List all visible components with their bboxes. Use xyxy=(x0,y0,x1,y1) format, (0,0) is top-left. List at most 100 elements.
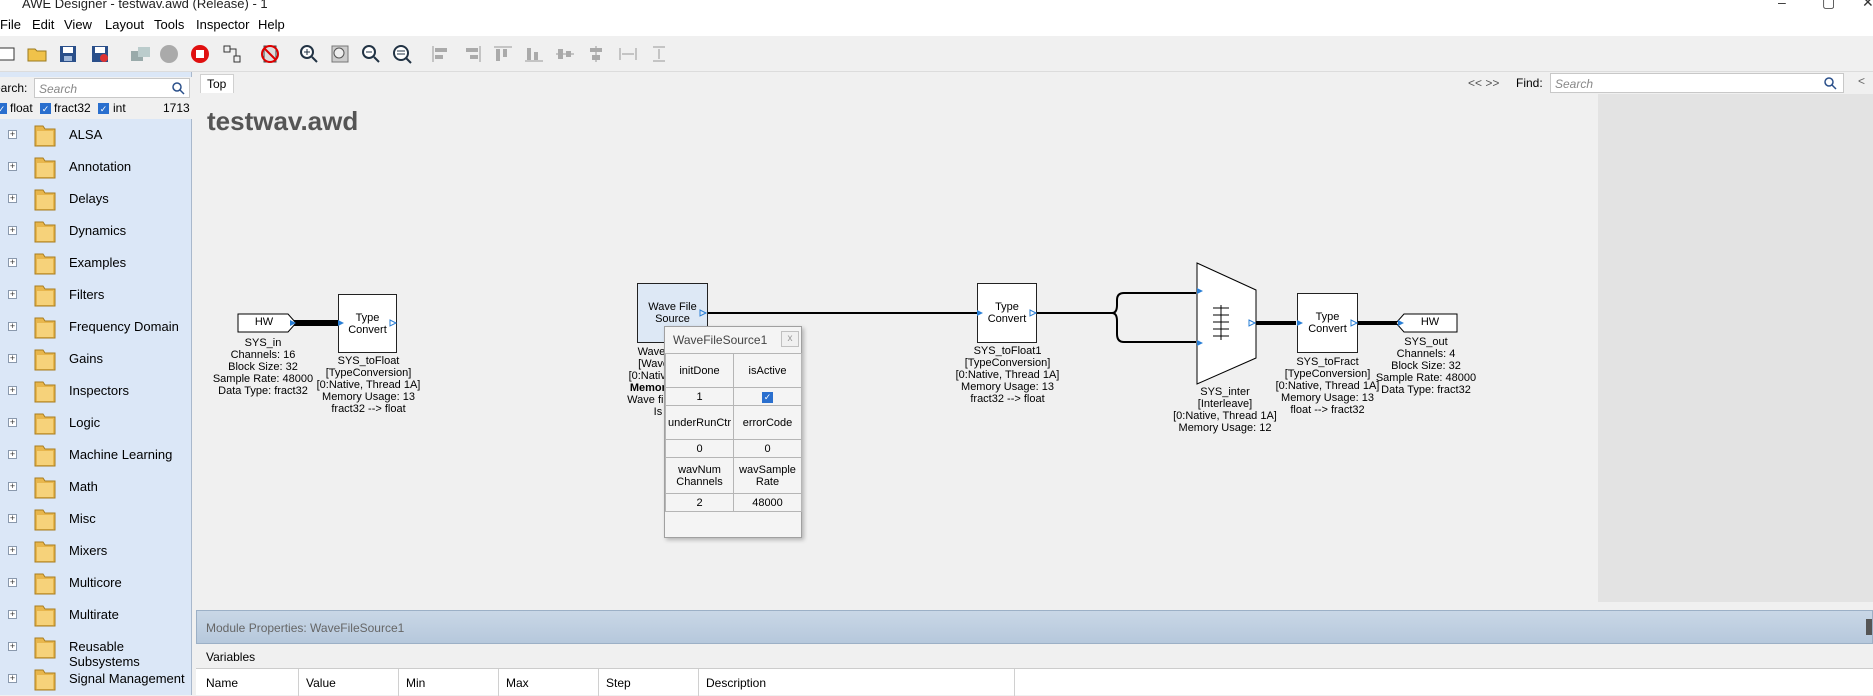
module-search-input[interactable]: Search xyxy=(34,78,190,98)
nav-arrows[interactable]: << >> xyxy=(1468,76,1500,90)
run-icon[interactable] xyxy=(158,43,180,65)
col-name[interactable]: Name xyxy=(206,676,239,690)
module-browser: earch: Search ✓ float ✓ fract32 ✓ int 17… xyxy=(0,72,192,695)
folder-icon xyxy=(34,253,56,275)
align-bottom-icon[interactable] xyxy=(523,43,545,65)
save-all-icon[interactable] xyxy=(89,43,111,65)
tree-folder-delays[interactable]: +Delays xyxy=(0,183,192,215)
expand-icon[interactable]: + xyxy=(8,193,17,203)
open-folder-icon[interactable] xyxy=(26,43,48,65)
menu-view[interactable]: View xyxy=(64,17,92,32)
expand-icon[interactable]: + xyxy=(8,673,17,683)
tree-folder-multicore[interactable]: +Multicore xyxy=(0,567,192,599)
col-min[interactable]: Min xyxy=(406,676,426,690)
tree-folder-machine-learning[interactable]: +Machine Learning xyxy=(0,439,192,471)
sys-tofloat1-module[interactable]: Type Convert xyxy=(977,283,1037,343)
align-middle-icon[interactable] xyxy=(554,43,576,65)
tree-folder-signal-management[interactable]: +Signal Management xyxy=(0,663,192,695)
expand-icon[interactable]: + xyxy=(8,321,17,331)
col-description[interactable]: Description xyxy=(706,676,767,690)
save-icon[interactable] xyxy=(57,43,79,65)
maximize-icon[interactable]: ▢ xyxy=(1822,0,1836,10)
tree-folder-mixers[interactable]: +Mixers xyxy=(0,535,192,567)
expand-icon[interactable]: + xyxy=(8,161,17,171)
folder-icon xyxy=(34,125,56,147)
align-top-icon[interactable] xyxy=(492,43,514,65)
profile-icon[interactable] xyxy=(221,43,243,65)
expand-icon[interactable]: + xyxy=(8,257,17,267)
tree-folder-gains[interactable]: +Gains xyxy=(0,343,192,375)
expand-icon[interactable]: + xyxy=(8,385,17,395)
expand-icon[interactable]: + xyxy=(8,513,17,523)
menu-file[interactable]: File xyxy=(0,17,21,32)
zoom-in-icon[interactable] xyxy=(298,43,320,65)
col-step[interactable]: Step xyxy=(606,676,631,690)
collapse-icon[interactable]: < xyxy=(1858,74,1866,88)
align-center-icon[interactable] xyxy=(585,43,607,65)
initdone-value: 1 xyxy=(665,387,734,406)
tree-folder-logic[interactable]: +Logic xyxy=(0,407,192,439)
menu-inspector[interactable]: Inspector xyxy=(196,17,250,32)
window-title: AWE Designer - testwav.awd (Release) - 1 xyxy=(22,0,268,11)
panel-handle[interactable] xyxy=(1866,619,1872,635)
expand-icon[interactable]: + xyxy=(8,449,17,459)
expand-icon[interactable]: + xyxy=(8,641,17,651)
close-icon[interactable]: ✕ xyxy=(1862,0,1873,10)
tree-folder-math[interactable]: +Math xyxy=(0,471,192,503)
popup-close-button[interactable]: x xyxy=(781,331,799,347)
expand-icon[interactable]: + xyxy=(8,609,17,619)
fract32-checkbox[interactable]: ✓ xyxy=(40,103,51,114)
menu-help[interactable]: Help xyxy=(258,17,285,32)
isactive-checkbox[interactable]: ✓ xyxy=(733,387,802,406)
menu-edit[interactable]: Edit xyxy=(32,17,55,32)
tree-folder-inspectors[interactable]: +Inspectors xyxy=(0,375,192,407)
tree-folder-annotation[interactable]: +Annotation xyxy=(0,151,192,183)
align-left-icon[interactable] xyxy=(430,43,452,65)
zoom-select-icon[interactable] xyxy=(391,43,413,65)
align-right-icon[interactable] xyxy=(461,43,483,65)
folder-icon xyxy=(34,317,56,339)
tree-folder-frequency-domain[interactable]: +Frequency Domain xyxy=(0,311,192,343)
tree-folder-examples[interactable]: +Examples xyxy=(0,247,192,279)
tree-folder-filters[interactable]: +Filters xyxy=(0,279,192,311)
expand-icon[interactable]: + xyxy=(8,289,17,299)
sys-tofloat-module[interactable]: Type Convert xyxy=(338,294,397,353)
zoom-out-icon[interactable] xyxy=(360,43,382,65)
minimize-icon[interactable]: – xyxy=(1778,0,1786,10)
tab-variables[interactable]: Variables xyxy=(206,650,256,664)
int-checkbox[interactable]: ✓ xyxy=(98,103,109,114)
find-input[interactable]: Search xyxy=(1550,73,1844,93)
float-checkbox[interactable]: ✓ xyxy=(0,103,7,114)
build-icon[interactable] xyxy=(130,43,152,65)
folder-icon xyxy=(34,413,56,435)
design-canvas[interactable] xyxy=(196,94,1598,602)
no-debug-icon[interactable] xyxy=(259,43,281,65)
expand-icon[interactable]: + xyxy=(8,129,17,139)
tree-folder-misc[interactable]: +Misc xyxy=(0,503,192,535)
tree-folder-alsa[interactable]: +ALSA xyxy=(0,119,192,151)
zoom-fit-icon[interactable] xyxy=(329,43,351,65)
expand-icon[interactable]: + xyxy=(8,481,17,491)
expand-icon[interactable]: + xyxy=(8,417,17,427)
tree-folder-dynamics[interactable]: +Dynamics xyxy=(0,215,192,247)
expand-icon[interactable]: + xyxy=(8,545,17,555)
folder-icon xyxy=(34,157,56,179)
tree-folder-reusable-subsystems[interactable]: +Reusable Subsystems xyxy=(0,631,192,669)
expand-icon[interactable]: + xyxy=(8,225,17,235)
menu-tools[interactable]: Tools xyxy=(154,17,185,32)
menu-layout[interactable]: Layout xyxy=(105,17,145,32)
expand-icon[interactable]: + xyxy=(8,353,17,363)
expand-icon[interactable]: + xyxy=(8,577,17,587)
distribute-horizontal-icon[interactable] xyxy=(617,43,639,65)
new-file-icon[interactable] xyxy=(0,43,16,65)
tab-top[interactable]: Top xyxy=(200,74,234,93)
col-value[interactable]: Value xyxy=(306,676,336,690)
col-max[interactable]: Max xyxy=(506,676,529,690)
stop-icon[interactable] xyxy=(189,43,211,65)
wire-split xyxy=(1033,292,1196,343)
tree-folder-multirate[interactable]: +Multirate xyxy=(0,599,192,631)
distribute-vertical-icon[interactable] xyxy=(648,43,670,65)
